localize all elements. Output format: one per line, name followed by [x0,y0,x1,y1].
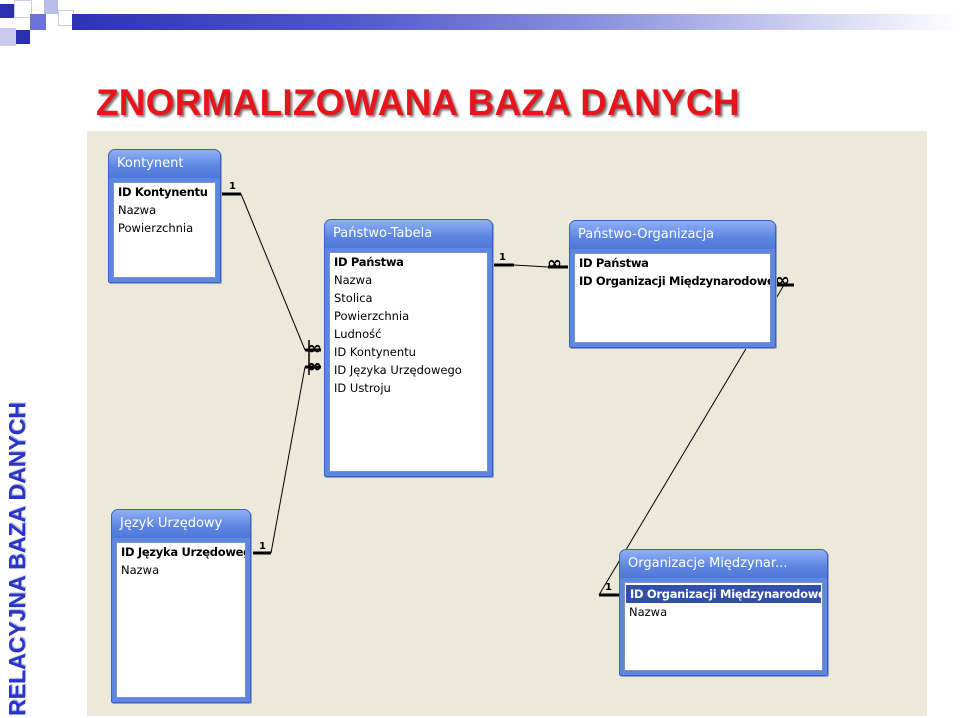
deco-square [44,0,58,14]
side-title: RELACYJNA BAZA DANYCH [4,402,30,716]
table-organizacje-miedzynarodowe[interactable]: Organizacje Międzynar... ID Organizacji … [619,549,828,676]
field[interactable]: Nazwa [334,273,373,287]
cardinality-many-panstwo-jezyk: ∞ [307,356,322,377]
deco-square [30,14,46,30]
cardinality-one-organizacje: 1 [605,582,612,593]
deco-square [0,4,14,18]
field-list: ID Organizacji Międzynarodowej Nazwa [624,582,823,671]
field-list: ID Państwa ID Organizacji Międzynarodowe… [574,253,771,343]
field-list: ID Kontynentu Nazwa Powierzchnia [113,182,216,278]
field-primary-key[interactable]: ID Organizacji Międzynarodowej [579,274,771,288]
field[interactable]: Powierzchnia [334,309,410,323]
field[interactable]: Nazwa [118,203,157,217]
field[interactable]: Powierzchnia [118,221,194,235]
deco-square [16,30,30,44]
relation-kontynent-panstwo [221,192,321,352]
table-panstwo-organizacja[interactable]: Państwo-Organizacja ID Państwa ID Organi… [569,220,776,348]
field-primary-key[interactable]: ID Kontynentu [118,185,208,199]
relation-panstwo-panstwoorg [494,263,568,269]
header-gradient-bar [72,14,960,30]
cardinality-one-jezyk: 1 [259,541,266,552]
table-jezyk-urzedowy[interactable]: Język Urzędowy ID Języka Urzędoweg Nazwa [111,509,251,703]
relationships-canvas: 1 ∞ ∞ 1 1 ∞ ∞ 1 Kontynent ID Kontynentu … [87,131,927,716]
cardinality-one-panstwo: 1 [499,252,506,263]
table-title[interactable]: Państwo-Tabela [325,220,492,248]
table-title[interactable]: Państwo-Organizacja [570,221,775,249]
field-list: ID Języka Urzędoweg Nazwa [116,542,246,698]
field-list: ID Państwa Nazwa Stolica Powierzchnia Lu… [329,252,488,472]
relationship-lines [221,192,794,597]
field[interactable]: ID Języka Urzędowego [334,363,462,377]
field[interactable]: Stolica [334,291,373,305]
table-panstwo[interactable]: Państwo-Tabela ID Państwa Nazwa Stolica … [324,219,493,477]
cardinality-many-panstwoorg-panstwo: ∞ [547,253,562,274]
field-primary-key[interactable]: ID Państwa [579,256,649,270]
field[interactable]: ID Ustroju [334,381,391,395]
corner-decoration [0,0,960,60]
table-kontynent[interactable]: Kontynent ID Kontynentu Nazwa Powierzchn… [108,149,221,283]
deco-square [0,28,16,46]
field-primary-key-selected[interactable]: ID Organizacji Międzynarodowej [626,585,822,603]
cardinality-many-panstwo-kontynent: ∞ [307,338,322,359]
relation-jezyk-panstwo [253,365,321,555]
field[interactable]: Nazwa [629,605,668,619]
table-title[interactable]: Kontynent [109,150,220,178]
table-title[interactable]: Organizacje Międzynar... [620,550,827,578]
field-primary-key[interactable]: ID Języka Urzędoweg [121,545,246,559]
field[interactable]: ID Kontynentu [334,345,416,359]
cardinality-one-kontynent: 1 [229,181,236,192]
field[interactable]: Ludność [334,327,382,341]
slide-title: ZNORMALIZOWANA BAZA DANYCH [96,82,740,123]
table-title[interactable]: Język Urzędowy [112,510,250,538]
field[interactable]: Nazwa [121,563,160,577]
cardinality-many-panstwoorg-org: ∞ [775,270,790,291]
deco-square [14,0,32,18]
field-primary-key[interactable]: ID Państwa [334,255,404,269]
